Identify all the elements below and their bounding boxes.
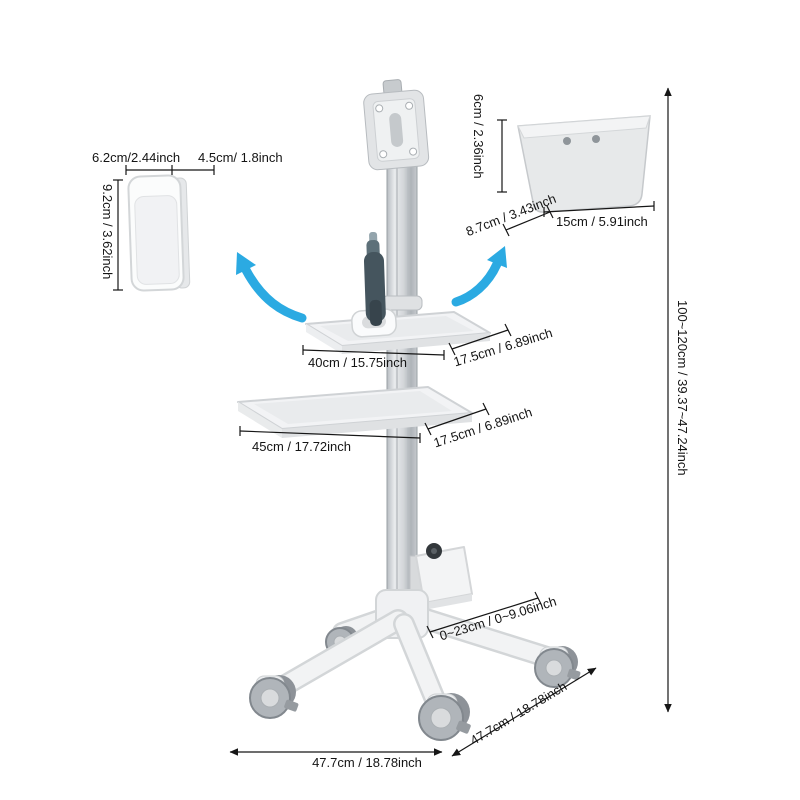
pole	[384, 91, 420, 609]
monitor-mount	[363, 79, 430, 171]
caster	[249, 675, 299, 719]
holder-detail	[127, 174, 191, 292]
holder-width-dimension-label: 6.2cm/2.44inch	[92, 150, 181, 165]
top-tray-width-dimension-label: 40cm / 15.75inch	[308, 355, 408, 370]
basket-height-dimension-label: 6cm / 2.36inch	[470, 94, 486, 179]
accessory-bracket	[409, 543, 473, 610]
middle-tray	[237, 386, 473, 438]
pole-clamp	[381, 295, 423, 311]
base-width-dimension-label: 47.7cm / 18.78inch	[312, 755, 422, 770]
holder-depth-dimension-label: 4.5cm/ 1.8inch	[198, 150, 283, 165]
callout-arrow-right-icon	[451, 246, 507, 307]
basket-width-dimension-label: 15cm / 5.91inch	[556, 214, 648, 229]
pole-height-dimension-label: 100~120cm / 39.37~47.24inch	[674, 300, 690, 476]
caster	[418, 693, 471, 741]
basket-detail	[517, 115, 651, 213]
top-tray	[305, 311, 491, 354]
callout-arrow-left-icon	[236, 252, 307, 323]
holder-height-dimension-label: 9.2cm / 3.62inch	[99, 184, 115, 280]
dimension-lines	[113, 87, 672, 757]
scanner	[363, 231, 386, 326]
middle-tray-width-dimension-label: 45cm / 17.72inch	[252, 439, 352, 454]
